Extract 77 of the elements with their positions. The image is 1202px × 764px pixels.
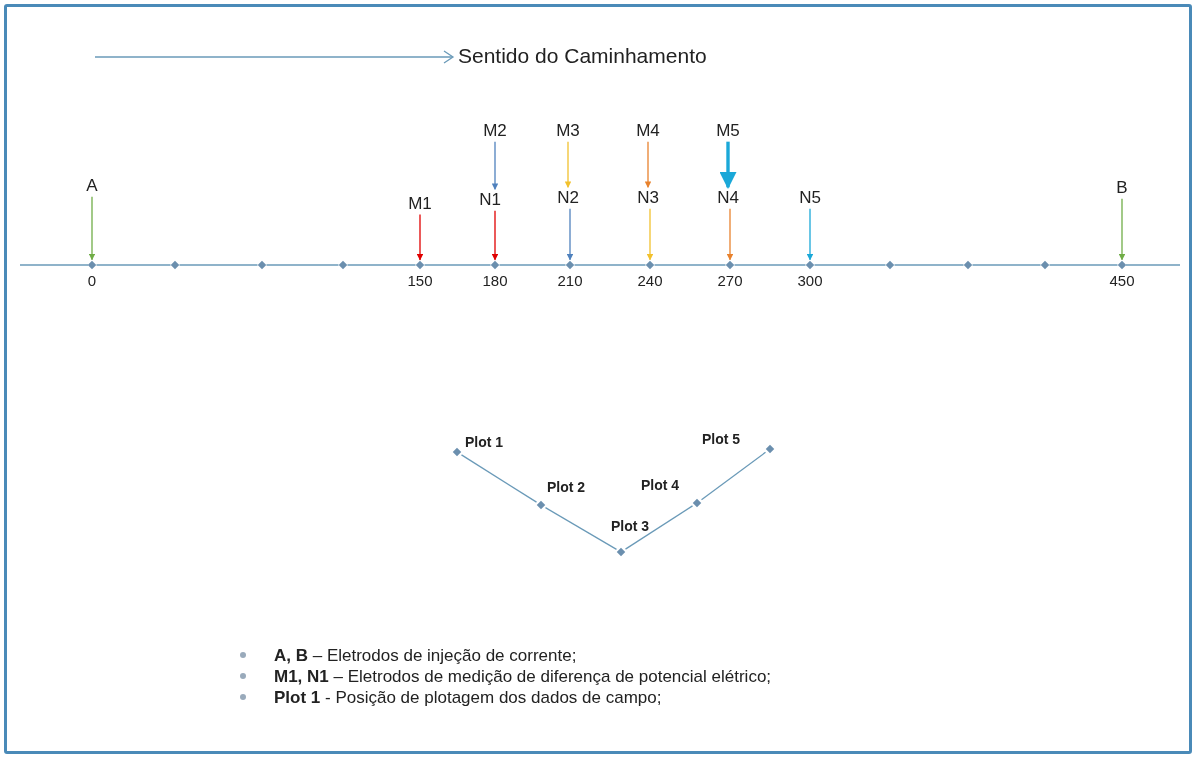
electrode-label: N5 (799, 188, 821, 208)
electrode-label: M5 (716, 121, 740, 141)
electrode-label: N3 (637, 188, 659, 208)
electrode-label: N4 (717, 188, 739, 208)
connector-line (265, 264, 340, 266)
electrode-label: N2 (557, 188, 579, 208)
direction-caption: Sentido do Caminhamento (458, 44, 707, 68)
plot-label: Plot 4 (641, 477, 680, 493)
survey-point (257, 260, 267, 270)
distance-label: 210 (557, 272, 583, 289)
connector-line (423, 264, 492, 266)
arrow (1118, 198, 1126, 261)
plot-point (765, 444, 775, 454)
connector-line (733, 264, 807, 266)
connector-line (346, 264, 417, 266)
connector-line (573, 264, 647, 266)
electrode-label: N1 (479, 190, 501, 210)
arrow (719, 141, 737, 190)
electrode-label: M3 (556, 121, 580, 141)
connector-line (498, 264, 567, 266)
survey-point (415, 260, 425, 270)
distance-label: 300 (797, 272, 823, 289)
distance-label: 150 (407, 272, 433, 289)
plot-label: Plot 5 (702, 431, 741, 447)
survey-point (565, 260, 575, 270)
arrow (726, 208, 734, 261)
legend-note: M1, N1 – Eletrodos de medição de diferença de potencial elétrico; (240, 666, 772, 687)
arrow (646, 208, 654, 261)
distance-label: 180 (482, 272, 508, 289)
connector-line (1048, 264, 1119, 266)
arrow (491, 210, 499, 261)
electrode-label: B (1116, 178, 1128, 198)
legend-note: Plot 1 - Posição de plotagem dos dados de campo; (240, 687, 772, 708)
survey-point (87, 260, 97, 270)
connector-line (971, 264, 1042, 266)
survey-point (645, 260, 655, 270)
plot-label: Plot 2 (547, 479, 586, 495)
connector-line (95, 264, 172, 266)
arrow (416, 213, 424, 261)
survey-point (170, 260, 180, 270)
plot-label: Plot 1 (465, 434, 504, 450)
connector-line (624, 505, 694, 550)
connector-line (893, 264, 965, 266)
connector-line (653, 264, 727, 266)
plot-point (452, 447, 462, 457)
connector-line (813, 264, 887, 266)
legend-note: A, B – Eletrodos de injeção de corrente; (240, 645, 772, 666)
distance-label: 450 (1109, 272, 1135, 289)
distance-label: 240 (637, 272, 663, 289)
arrow (644, 141, 652, 188)
arrow (491, 141, 499, 190)
survey-point (885, 260, 895, 270)
survey-point (805, 260, 815, 270)
electrode-label: A (86, 176, 98, 196)
survey-point (963, 260, 973, 270)
distance-label: 270 (717, 272, 743, 289)
survey-point (1117, 260, 1127, 270)
arrow (806, 208, 814, 261)
plot-label: Plot 3 (611, 518, 650, 534)
electrode-label: M1 (408, 194, 432, 214)
survey-point (1040, 260, 1050, 270)
electrode-label: M2 (483, 121, 507, 141)
connector-line (460, 454, 538, 503)
survey-point (725, 260, 735, 270)
connector-line (544, 507, 618, 550)
arrow (566, 208, 574, 261)
plot-point (692, 498, 702, 508)
arrow (564, 141, 572, 188)
plot-point (536, 500, 546, 510)
connector-line (178, 264, 259, 266)
distance-label: 0 (87, 272, 97, 289)
survey-point (338, 260, 348, 270)
plot-point (616, 547, 626, 557)
electrode-label: M4 (636, 121, 660, 141)
connector-line (700, 451, 767, 501)
survey-point (490, 260, 500, 270)
arrow (88, 196, 96, 261)
